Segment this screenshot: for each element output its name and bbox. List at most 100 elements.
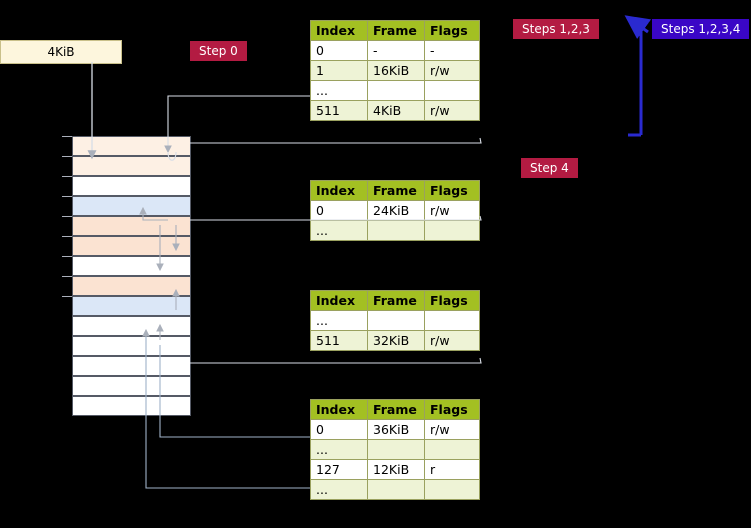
cell-flags: r/w (424, 100, 480, 121)
cell-index: 511 (310, 100, 368, 121)
cell-frame (367, 439, 425, 460)
cell-frame: 16KiB (367, 60, 425, 81)
column-header-index: Index (310, 399, 368, 420)
steps-1234-label: Steps 1,2,3,4 (652, 19, 750, 39)
table-row: 511 4KiB r/w (310, 100, 480, 121)
memory-frame-tick (62, 216, 72, 217)
column-header-index: Index (310, 20, 368, 41)
column-header-frame: Frame (367, 399, 425, 420)
cell-flags: r/w (424, 200, 480, 221)
arrow-steps-head (624, 15, 652, 39)
cell-index: 1 (310, 60, 368, 81)
memory-frame-row (72, 256, 191, 276)
memory-frame-tick (62, 136, 72, 137)
step-4-label: Step 4 (521, 158, 578, 178)
page-table-level-0: Index Frame Flags 0 - - 1 16KiB r/w ... (310, 20, 480, 121)
table-row: 127 12KiB r (310, 459, 480, 480)
memory-frame-row (72, 156, 191, 176)
cell-index: 127 (310, 459, 368, 480)
table-header-row: Index Frame Flags (310, 180, 480, 201)
cell-index: 0 (310, 40, 368, 61)
table-row: ... (310, 80, 480, 101)
arrow-pt2-to-memory (190, 357, 482, 364)
column-header-frame: Frame (367, 20, 425, 41)
memory-frame-row (72, 396, 191, 416)
column-header-frame: Frame (367, 180, 425, 201)
table-header-row: Index Frame Flags (310, 290, 480, 311)
column-header-index: Index (310, 180, 368, 201)
page-table-level-1: Index Frame Flags 0 24KiB r/w ... (310, 180, 480, 241)
cell-index: ... (310, 310, 368, 331)
memory-frame-row (72, 296, 191, 316)
table-row: 0 24KiB r/w (310, 200, 480, 221)
memory-size-label: 4KiB (47, 45, 75, 59)
table-row: 1 16KiB r/w (310, 60, 480, 81)
table-row: ... (310, 439, 480, 460)
physical-memory-column (62, 135, 192, 417)
memory-frame-row (72, 236, 191, 256)
table-row: ... (310, 220, 480, 241)
cell-index: 511 (310, 330, 368, 351)
cell-frame (367, 220, 425, 241)
cell-frame: 36KiB (367, 419, 425, 440)
table-header-row: Index Frame Flags (310, 20, 480, 41)
memory-frame-tick (62, 156, 72, 157)
column-header-flags: Flags (424, 180, 480, 201)
cell-index: 0 (310, 200, 368, 221)
cell-frame: 4KiB (367, 100, 425, 121)
cell-index: ... (310, 479, 368, 500)
column-header-flags: Flags (424, 399, 480, 420)
cell-flags: r/w (424, 330, 480, 351)
cell-index: ... (310, 439, 368, 460)
table-row: 0 36KiB r/w (310, 419, 480, 440)
column-header-frame: Frame (367, 290, 425, 311)
memory-frame-row (72, 336, 191, 356)
cell-flags: r/w (424, 419, 480, 440)
memory-frame-row (72, 316, 191, 336)
memory-frame-row (72, 136, 191, 156)
memory-frame-tick (62, 236, 72, 237)
cell-index: ... (310, 220, 368, 241)
cell-frame (367, 310, 425, 331)
cell-frame: - (367, 40, 425, 61)
table-row: ... (310, 479, 480, 500)
arrow-pt0-to-memory (190, 137, 482, 144)
memory-frame-tick (62, 176, 72, 177)
memory-frame-row (72, 376, 191, 396)
table-row: 511 32KiB r/w (310, 330, 480, 351)
memory-frame-row (72, 216, 191, 236)
table-row: 0 - - (310, 40, 480, 61)
cell-index: 0 (310, 419, 368, 440)
cell-flags (424, 80, 480, 101)
memory-frame-row (72, 196, 191, 216)
cell-flags (424, 479, 480, 500)
table-header-row: Index Frame Flags (310, 399, 480, 420)
cell-frame (367, 479, 425, 500)
memory-frame-tick (62, 276, 72, 277)
page-table-level-2: Index Frame Flags ... 511 32KiB r/w (310, 290, 480, 351)
cell-flags (424, 220, 480, 241)
cell-frame (367, 80, 425, 101)
memory-frame-tick (62, 196, 72, 197)
column-header-flags: Flags (424, 20, 480, 41)
memory-size-box: 4KiB (0, 40, 122, 64)
page-table-level-3: Index Frame Flags 0 36KiB r/w ... 127 12… (310, 399, 480, 500)
memory-frame-tick (62, 296, 72, 297)
cell-flags: r (424, 459, 480, 480)
cell-flags: r/w (424, 60, 480, 81)
steps-123-label: Steps 1,2,3 (513, 19, 599, 39)
cell-flags (424, 439, 480, 460)
cell-index: ... (310, 80, 368, 101)
cell-frame: 12KiB (367, 459, 425, 480)
column-header-flags: Flags (424, 290, 480, 311)
table-row: ... (310, 310, 480, 331)
cell-frame: 24KiB (367, 200, 425, 221)
memory-frame-row (72, 276, 191, 296)
memory-frame-row (72, 356, 191, 376)
memory-frame-tick (62, 256, 72, 257)
memory-frame-row (72, 176, 191, 196)
cell-flags: - (424, 40, 480, 61)
cell-frame: 32KiB (367, 330, 425, 351)
cell-flags (424, 310, 480, 331)
